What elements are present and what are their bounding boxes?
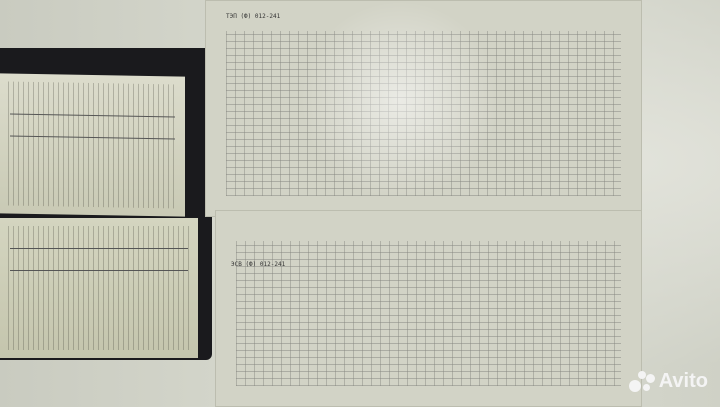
diagram-label: ЭСВ (Ф) 012-241: [231, 261, 285, 268]
table-text: [8, 226, 190, 350]
manual-page-bottom: [0, 218, 198, 358]
diagram-label: ТЭП (Ф) 012-241: [226, 13, 281, 20]
watermark-text: Avito: [658, 370, 708, 392]
table-rule: [10, 270, 188, 271]
avito-logo-icon: [628, 370, 655, 393]
avito-watermark: Avito: [628, 370, 708, 393]
table-rule: [10, 248, 188, 249]
table-text: [8, 81, 177, 209]
diagram-wires: [236, 241, 621, 386]
wiring-diagram-bottom: ЭСВ (Ф) 012-241: [215, 210, 642, 407]
light-glare: [300, 0, 500, 200]
manual-page-top: [0, 73, 185, 217]
